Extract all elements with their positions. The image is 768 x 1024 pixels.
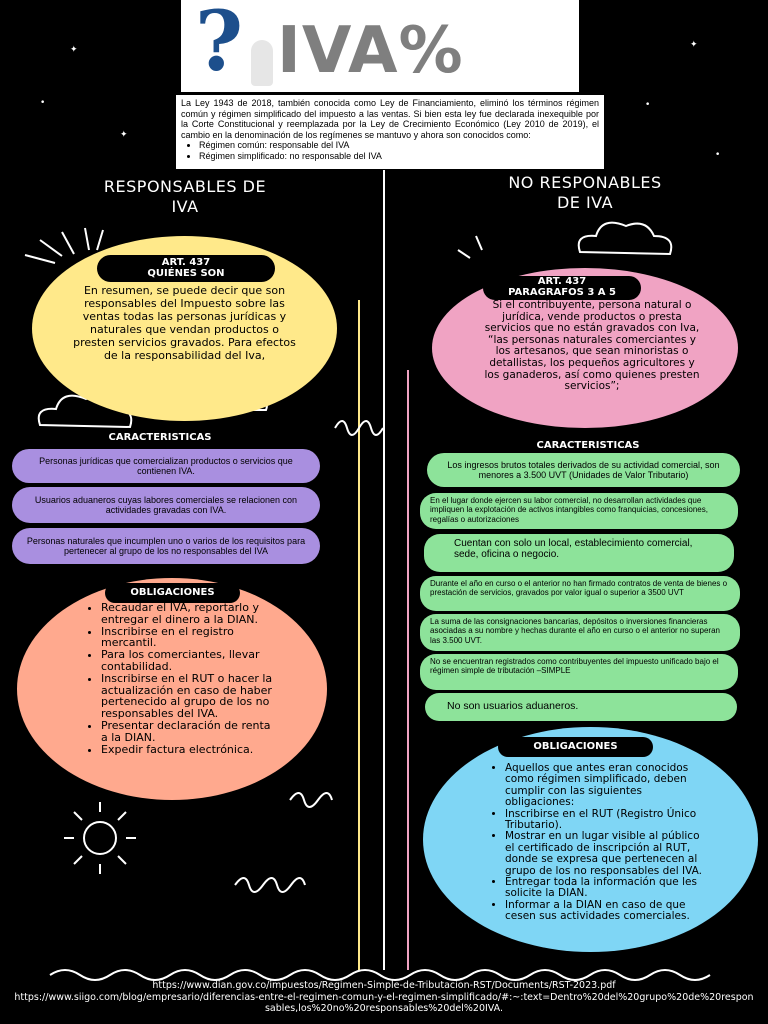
- left-obligations-list: Recaudar el IVA, reportarlo y entregar e…: [85, 602, 277, 755]
- center-line-yellow: [358, 300, 360, 970]
- right-art-pill: ART. 437 PARAGRAFOS 3 A 5: [483, 276, 641, 300]
- right-obligations-list: Aquellos que antes eran conocidos como r…: [489, 762, 702, 923]
- star-icon: ✦: [690, 40, 698, 50]
- source-links: https://www.dian.gov.co/impuestos/Regime…: [0, 980, 768, 1015]
- right-characteristic: En el lugar donde ejercen su labor comer…: [420, 493, 738, 529]
- intro-text: La Ley 1943 de 2018, también conocida co…: [181, 98, 599, 140]
- cloud-icon: [577, 221, 673, 256]
- intro-bullet: Régimen simplificado: no responsable del…: [199, 151, 599, 162]
- right-characteristic: Cuentan con solo un local, establecimien…: [424, 534, 734, 572]
- right-heading-line2: DE IVA: [556, 193, 614, 212]
- center-line-white: [383, 170, 385, 970]
- left-definition-text: En resumen, se puede decir que son respo…: [73, 284, 296, 362]
- left-obligation: Inscribirse en el registro mercantil.: [101, 625, 277, 650]
- star-icon: •: [645, 100, 651, 110]
- star-icon: •: [715, 150, 721, 160]
- left-characteristic: Usuarios aduaneros cuyas labores comerci…: [12, 487, 320, 523]
- star-icon: ✦: [70, 45, 78, 55]
- right-characteristic: No se encuentran registrados como contri…: [420, 654, 738, 690]
- left-obligation: Inscribirse en el RUT o hacer la actuali…: [101, 672, 277, 720]
- left-obligations-circle: Recaudar el IVA, reportarlo y entregar e…: [17, 578, 327, 800]
- left-obligation: Expedir factura electrónica.: [101, 743, 277, 756]
- star-icon: ✦: [120, 130, 128, 140]
- right-characteristic: Los ingresos brutos totales derivados de…: [427, 453, 740, 487]
- left-obligation: Presentar declaración de renta a la DIAN…: [101, 720, 277, 744]
- question-mark: ?: [195, 0, 244, 90]
- intro-box: La Ley 1943 de 2018, también conocida co…: [176, 95, 604, 169]
- left-art-line1: ART. 437: [161, 257, 211, 268]
- intro-bullet: Régimen común: responsable del IVA: [199, 140, 599, 151]
- center-line-pink: [407, 370, 409, 970]
- source-link[interactable]: https://www.siigo.com/blog/empresario/di…: [14, 991, 754, 1015]
- right-characteristics-title: CARACTERISTICAS: [536, 440, 640, 451]
- sun-icon: [83, 821, 117, 855]
- right-obligations-circle: Aquellos que antes eran conocidos como r…: [423, 727, 758, 952]
- page-title: IVA%: [277, 14, 464, 88]
- right-heading: NO RESPONABLES DE IVA: [440, 173, 730, 213]
- header-banner: ? IVA%: [181, 0, 579, 92]
- right-obligation: Entregar toda la información que les sol…: [505, 876, 702, 900]
- right-characteristic: No son usuarios aduaneros.: [425, 693, 737, 721]
- left-obligation: Para los comerciantes, llevar contabilid…: [101, 649, 277, 673]
- right-definition-text: Si el contribuyente, persona natural o j…: [484, 299, 700, 393]
- left-heading-line2: IVA: [171, 197, 199, 216]
- squiggle-icon: [289, 792, 333, 808]
- figure-icon: [251, 40, 273, 86]
- intro-list: Régimen común: responsable del IVA Régim…: [181, 140, 599, 161]
- left-art-pill: ART. 437 QUIÉNES SON: [97, 255, 275, 282]
- left-obligations-pill: OBLIGACIONES: [105, 583, 240, 603]
- left-heading: RESPONSABLES DE IVA: [40, 177, 330, 217]
- left-characteristics-title: CARACTERISTICAS: [108, 432, 212, 443]
- right-heading-line1: NO RESPONABLES: [508, 173, 662, 192]
- squiggle-icon: [234, 877, 306, 893]
- source-link[interactable]: https://www.dian.gov.co/impuestos/Regime…: [152, 980, 616, 991]
- left-characteristic: Personas jurídicas que comercializan pro…: [12, 449, 320, 483]
- right-characteristic: Durante el año en curso o el anterior no…: [420, 576, 740, 611]
- right-characteristic: La suma de las consignaciones bancarias,…: [420, 614, 740, 651]
- right-art-line1: ART. 437: [537, 276, 587, 287]
- rays-icon: [24, 227, 104, 264]
- right-obligation: Inscribirse en el RUT (Registro Único Tr…: [505, 808, 702, 832]
- right-obligations-pill: OBLIGACIONES: [498, 737, 653, 757]
- right-obligation: Informar a la DIAN en caso de que cesen …: [505, 899, 702, 923]
- star-icon: •: [40, 98, 46, 108]
- wave-icon: [49, 969, 711, 981]
- left-art-line2: QUIÉNES SON: [147, 268, 225, 279]
- rays-icon: [457, 235, 483, 259]
- left-heading-line1: RESPONSABLES DE: [103, 177, 267, 196]
- right-obligation: Aquellos que antes eran conocidos como r…: [505, 762, 702, 809]
- left-obligation: Recaudar el IVA, reportarlo y entregar e…: [101, 602, 277, 626]
- right-obligation: Mostrar en un lugar visible al público e…: [505, 831, 702, 877]
- squiggle-icon: [334, 420, 384, 436]
- right-art-line2: PARAGRAFOS 3 A 5: [508, 286, 616, 298]
- left-characteristic: Personas naturales que incumplen uno o v…: [12, 528, 320, 564]
